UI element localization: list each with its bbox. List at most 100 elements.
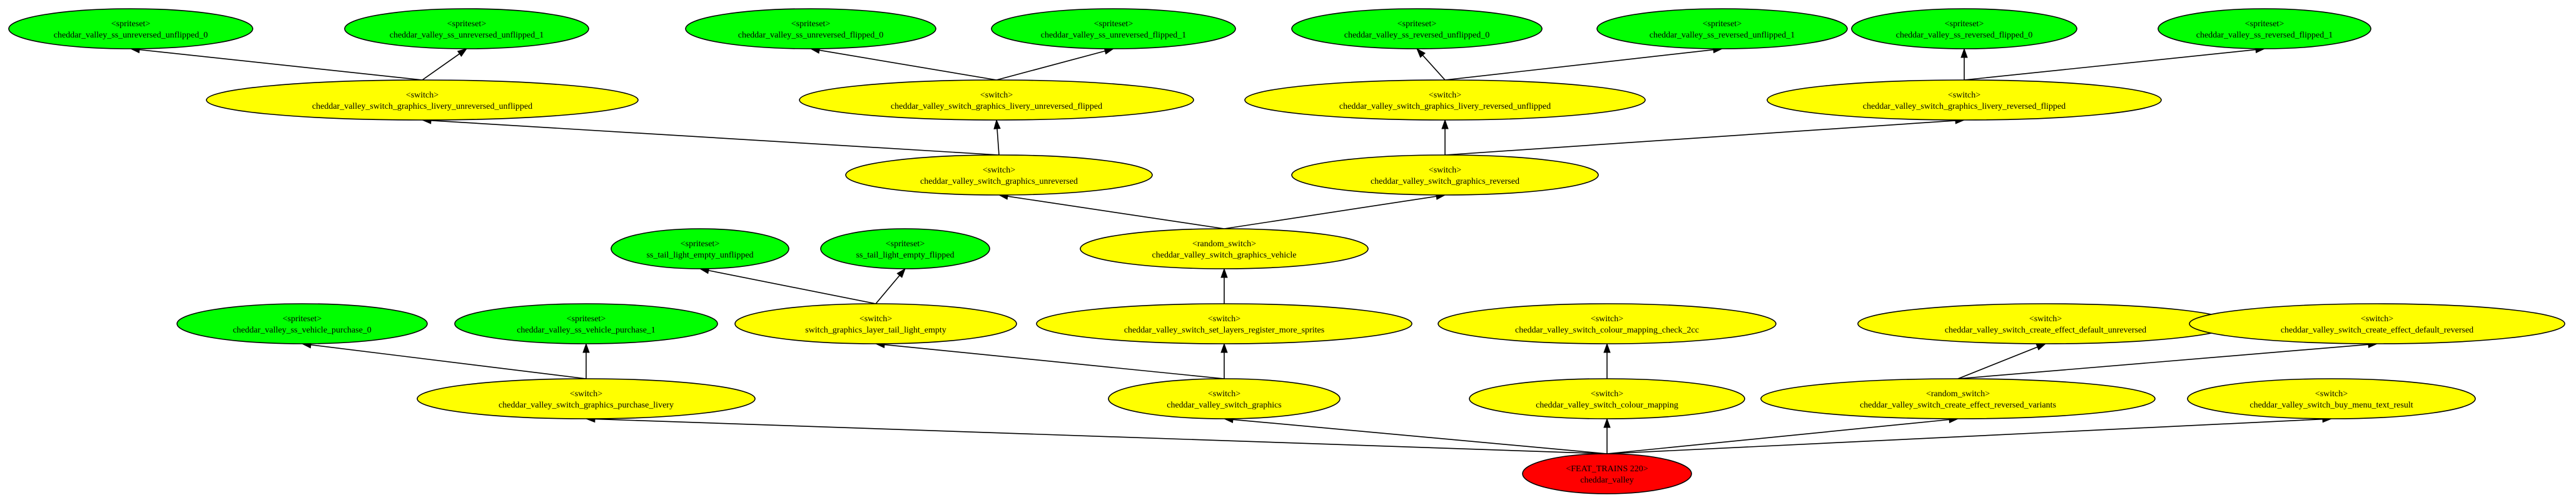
node-name-label: cheddar_valley_switch_create_effect_reve… — [1860, 401, 2056, 410]
node-name-label: cheddar_valley_ss_reversed_flipped_1 — [2196, 31, 2333, 40]
node-ellipse — [206, 79, 639, 121]
edge-sw_liv_ru-to-ss_reu0 — [1422, 54, 1446, 81]
node-ellipse — [417, 378, 756, 419]
node-type-label: <switch> — [1208, 389, 1240, 399]
edge-sw_unrev-to-sw_liv_uf — [996, 128, 1000, 156]
node-type-label: <switch> — [2315, 389, 2348, 399]
arrowhead-icon — [1220, 342, 1228, 353]
node-ellipse — [611, 228, 789, 269]
node-name-label: cheddar_valley_switch_graphics_livery_un… — [891, 102, 1102, 111]
node-ellipse — [1596, 8, 1848, 49]
node-type-label: <spriteset> — [447, 19, 487, 29]
node-sw_ccheck: <switch> cheddar_valley_switch_colour_map… — [1438, 303, 1777, 344]
node-name-label: cheddar_valley_switch_graphics_purchase_… — [499, 401, 674, 410]
node-sw_liv_ru: <switch> cheddar_valley_switch_graphics_l… — [1244, 79, 1646, 121]
node-name-label: ss_tail_light_empty_flipped — [856, 251, 954, 260]
node-ss_vp1: <spriteset>cheddar_valley_ss_vehicle_pur… — [454, 303, 718, 344]
node-sw_unrev: <switch>cheddar_valley_switch_graphics_u… — [845, 154, 1153, 196]
node-type-label: <spriteset> — [111, 19, 151, 29]
node-name-label: cheddar_valley_switch_graphics_livery_re… — [1339, 102, 1551, 111]
edge-sw_purch-to-ss_vp0 — [310, 344, 587, 379]
node-ss_rf0: <spriteset>cheddar_valley_ss_unreversed_… — [685, 8, 936, 49]
node-type-label: <spriteset> — [1703, 19, 1742, 29]
edge-rs_vehicle-to-sw_unrev — [1007, 196, 1225, 229]
node-ellipse — [1438, 303, 1777, 344]
node-type-label: <switch> — [860, 314, 892, 324]
node-name-label: cheddar_valley_ss_vehicle_purchase_0 — [233, 326, 372, 335]
node-ellipse — [1291, 8, 1543, 49]
node-ellipse — [1857, 303, 2234, 344]
node-type-label: <FEAT_TRAINS 220> — [1566, 464, 1648, 474]
arrowhead-icon — [1441, 119, 1449, 129]
node-type-label: <switch> — [1429, 91, 1461, 100]
node-type-label: <switch> — [1591, 314, 1623, 324]
node-type-label: <switch> — [570, 389, 602, 399]
node-name-label: cheddar_valley_ss_unreversed_unflipped_1 — [390, 31, 544, 40]
edge-sw_rev-to-sw_liv_rf — [1444, 120, 1956, 156]
node-type-label: <switch> — [980, 91, 1013, 100]
arrowhead-icon — [896, 268, 906, 278]
edge-sw_liv_uf-to-ss_rf0 — [819, 49, 997, 81]
node-ellipse — [1767, 79, 2162, 121]
node-type-label: <spriteset> — [1397, 19, 1437, 29]
node-sw_cmap: <switch>cheddar_valley_switch_colour_map… — [1469, 378, 1745, 419]
node-ss_vp0: <spriteset>cheddar_valley_ss_vehicle_pur… — [176, 303, 428, 344]
arrowhead-icon — [582, 342, 590, 353]
node-ellipse — [176, 303, 428, 344]
node-ellipse — [1851, 8, 2077, 49]
arrowhead-icon — [993, 119, 1001, 129]
node-sw_buy: <switch>cheddar_valley_switch_buy_menu_t… — [2187, 378, 2476, 419]
node-name-label: cheddar_valley_ss_unreversed_unflipped_0 — [54, 31, 208, 40]
node-type-label: <spriteset> — [1945, 19, 1984, 29]
node-ellipse — [1108, 378, 1341, 419]
node-name-label: switch_graphics_layer_tail_light_empty — [805, 326, 946, 335]
edge-sw_liv_ru-to-ss_reu1 — [1444, 49, 1714, 81]
node-name-label: cheddar_valley_ss_unreversed_flipped_0 — [738, 31, 883, 40]
node-name-label: cheddar_valley_ss_reversed_unflipped_1 — [1650, 31, 1795, 40]
edge-rs_vehicle-to-sw_rev — [1224, 196, 1437, 229]
node-type-label: <spriteset> — [1094, 19, 1133, 29]
node-ellipse — [1080, 228, 1369, 269]
node-sw_tail: <switch> switch_graphics_layer_tail_light… — [734, 303, 1017, 344]
node-sw_liv_uu: <switch> cheddar_valley_switch_graphics_l… — [206, 79, 639, 121]
node-name-label: cheddar_valley_switch_create_effect_defa… — [2281, 326, 2473, 335]
node-ellipse — [685, 8, 936, 49]
node-sw_rev: <switch>cheddar_valley_switch_graphics_r… — [1291, 154, 1599, 196]
node-ellipse — [1522, 453, 1692, 494]
node-ellipse — [8, 8, 253, 49]
edge-root-to-sw_graphics — [1232, 419, 1608, 454]
node-sw_liv_uf: <switch> cheddar_valley_switch_graphics_l… — [799, 79, 1194, 121]
edge-sw_tail-to-ss_tl_f — [875, 275, 900, 304]
node-ellipse — [344, 8, 589, 49]
node-type-label: <spriteset> — [681, 239, 720, 249]
node-name-label: cheddar_valley_ss_unreversed_flipped_1 — [1041, 31, 1186, 40]
node-type-label: <random_switch> — [1192, 239, 1256, 249]
arrowhead-icon — [1220, 268, 1228, 278]
node-rs_eff: <random_switch>cheddar_valley_switch_cre… — [1760, 378, 2156, 419]
node-name-label: cheddar_valley_ss_vehicle_purchase_1 — [517, 326, 656, 335]
node-name-label: cheddar_valley_switch_colour_mapping — [1536, 401, 1678, 410]
node-ss_reu1: <spriteset> cheddar_valley_ss_reversed_un… — [1596, 8, 1848, 49]
node-type-label: <switch> — [1948, 91, 1980, 100]
node-name-label: cheddar_valley_ss_reversed_unflipped_0 — [1344, 31, 1489, 40]
node-ellipse — [820, 228, 990, 269]
edge-sw_liv_uu-to-ss_ru1 — [422, 53, 460, 81]
node-type-label: <switch> — [1429, 166, 1461, 175]
edge-sw_unrev-to-sw_liv_uu — [430, 120, 1000, 156]
node-root: <FEAT_TRAINS 220>cheddar_valley — [1522, 453, 1692, 494]
node-name-label: ss_tail_light_empty_unflipped — [646, 251, 753, 260]
node-name-label: cheddar_valley_switch_set_layers_registe… — [1124, 326, 1324, 335]
node-ellipse — [2189, 303, 2565, 344]
node-name-label: cheddar_valley_switch_colour_mapping_che… — [1515, 326, 1699, 335]
node-type-label: <switch> — [983, 166, 1015, 175]
node-type-label: <switch> — [406, 91, 439, 100]
graph-nodes: <spriteset> cheddar_valley_ss_unreversed_… — [8, 8, 2565, 494]
node-ellipse — [845, 154, 1153, 196]
node-ellipse — [1036, 303, 1412, 344]
edge-root-to-sw_buy — [1606, 418, 2323, 454]
node-name-label: cheddar_valley_switch_graphics_livery_un… — [312, 102, 532, 111]
node-name-label: cheddar_valley_switch_create_effect_defa… — [1945, 326, 2146, 335]
node-rs_vehicle: <random_switch>cheddar_valley_switch_gra… — [1080, 228, 1369, 269]
node-ellipse — [454, 303, 718, 344]
edge-root-to-sw_purch — [594, 418, 1608, 454]
